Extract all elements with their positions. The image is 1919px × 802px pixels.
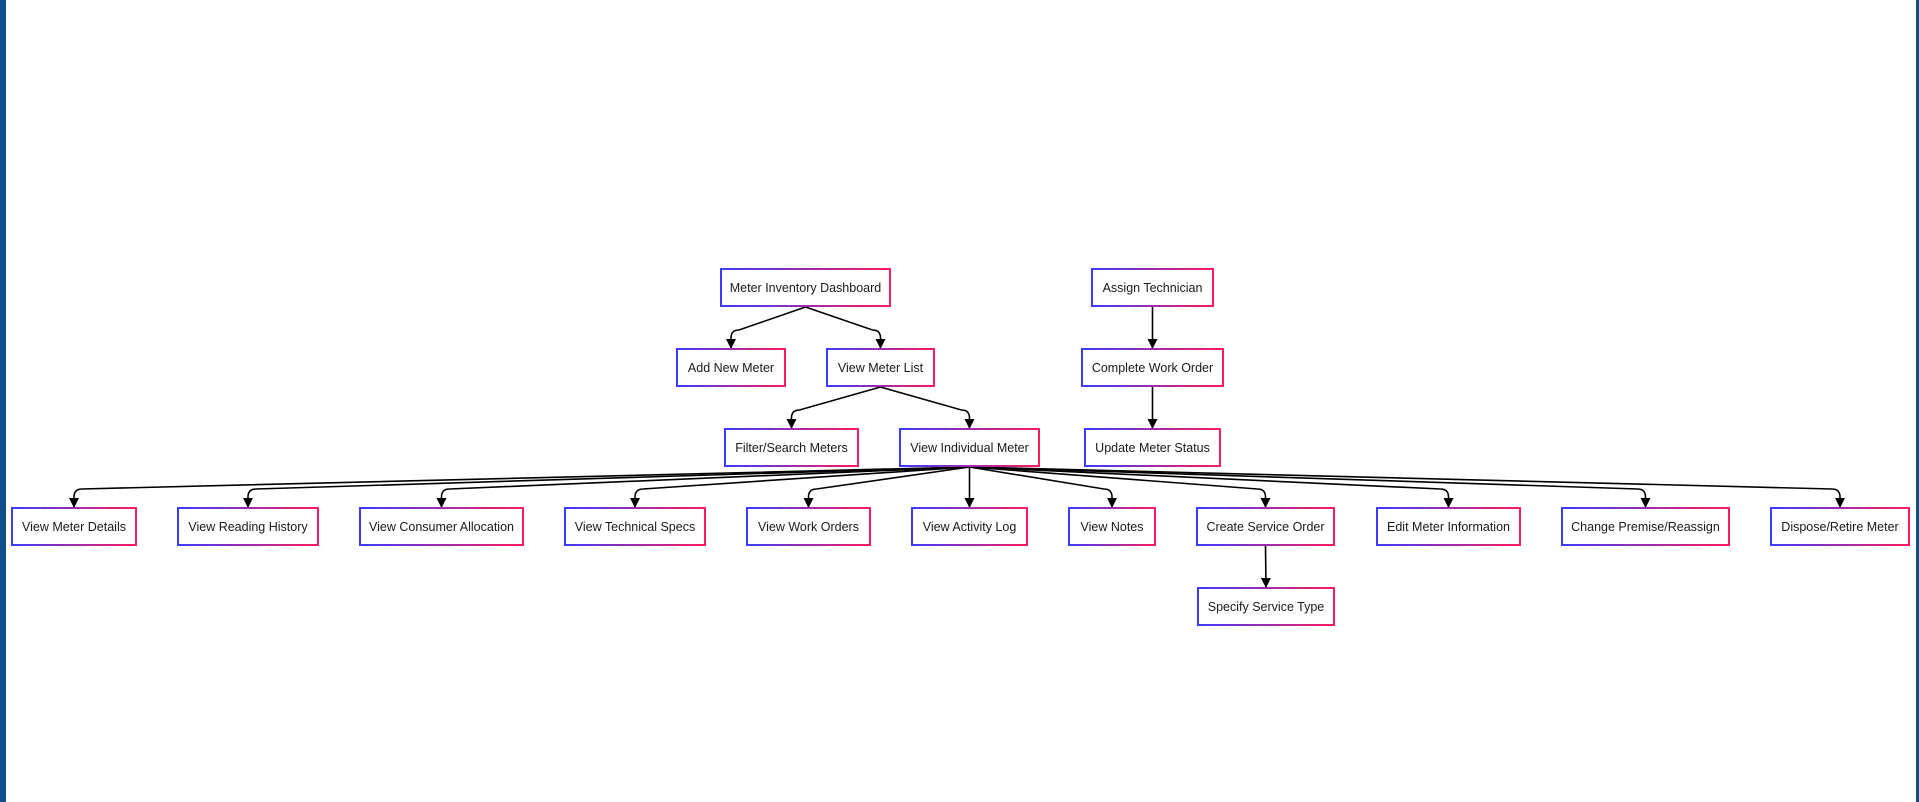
node-view-notes[interactable]: View Notes	[1068, 507, 1156, 546]
node-assign-technician[interactable]: Assign Technician	[1091, 268, 1214, 307]
node-edit-meter-information[interactable]: Edit Meter Information	[1376, 507, 1521, 546]
edge-individual_meter-to-notes	[969, 466, 1117, 508]
node-specify-service-type[interactable]: Specify Service Type	[1197, 587, 1335, 626]
edge-individual_meter-to-reading_history	[243, 466, 970, 508]
edge-individual_meter-to-work_orders	[803, 466, 970, 508]
left-frame-bar	[0, 0, 6, 802]
edge-dashboard-to-meter_list	[805, 306, 886, 349]
node-view-consumer-allocation[interactable]: View Consumer Allocation	[359, 507, 524, 546]
node-view-technical-specs[interactable]: View Technical Specs	[564, 507, 706, 546]
edge-individual_meter-to-meter_details	[69, 466, 970, 508]
node-add-new-meter[interactable]: Add New Meter	[676, 348, 786, 387]
node-meter-inventory-dashboard[interactable]: Meter Inventory Dashboard	[720, 268, 891, 307]
node-create-service-order[interactable]: Create Service Order	[1196, 507, 1335, 546]
edge-create_service_order-to-specify_service_type	[1260, 545, 1271, 588]
node-filter-search-meters[interactable]: Filter/Search Meters	[724, 428, 859, 467]
edge-meter_list-to-individual_meter	[880, 386, 975, 429]
node-view-meter-list[interactable]: View Meter List	[826, 348, 935, 387]
edge-individual_meter-to-edit_meter_info	[969, 466, 1454, 508]
edge-individual_meter-to-technical_specs	[630, 466, 970, 508]
right-frame-bar	[1916, 0, 1919, 802]
edge-individual_meter-to-create_service_order	[969, 466, 1271, 508]
edge-dashboard-to-add_meter	[726, 306, 806, 349]
edge-meter_list-to-filter_search	[786, 386, 881, 429]
edge-individual_meter-to-consumer_allocation	[436, 466, 970, 508]
node-dispose-retire-meter[interactable]: Dispose/Retire Meter	[1770, 507, 1910, 546]
node-complete-work-order[interactable]: Complete Work Order	[1081, 348, 1224, 387]
node-view-activity-log[interactable]: View Activity Log	[911, 507, 1028, 546]
edge-individual_meter-to-change_premise	[969, 466, 1651, 508]
node-view-work-orders[interactable]: View Work Orders	[746, 507, 871, 546]
node-change-premise-reassign[interactable]: Change Premise/Reassign	[1561, 507, 1730, 546]
node-view-individual-meter[interactable]: View Individual Meter	[899, 428, 1040, 467]
node-view-meter-details[interactable]: View Meter Details	[11, 507, 137, 546]
node-update-meter-status[interactable]: Update Meter Status	[1084, 428, 1221, 467]
edge-individual_meter-to-dispose_retire	[969, 466, 1845, 508]
node-view-reading-history[interactable]: View Reading History	[177, 507, 319, 546]
